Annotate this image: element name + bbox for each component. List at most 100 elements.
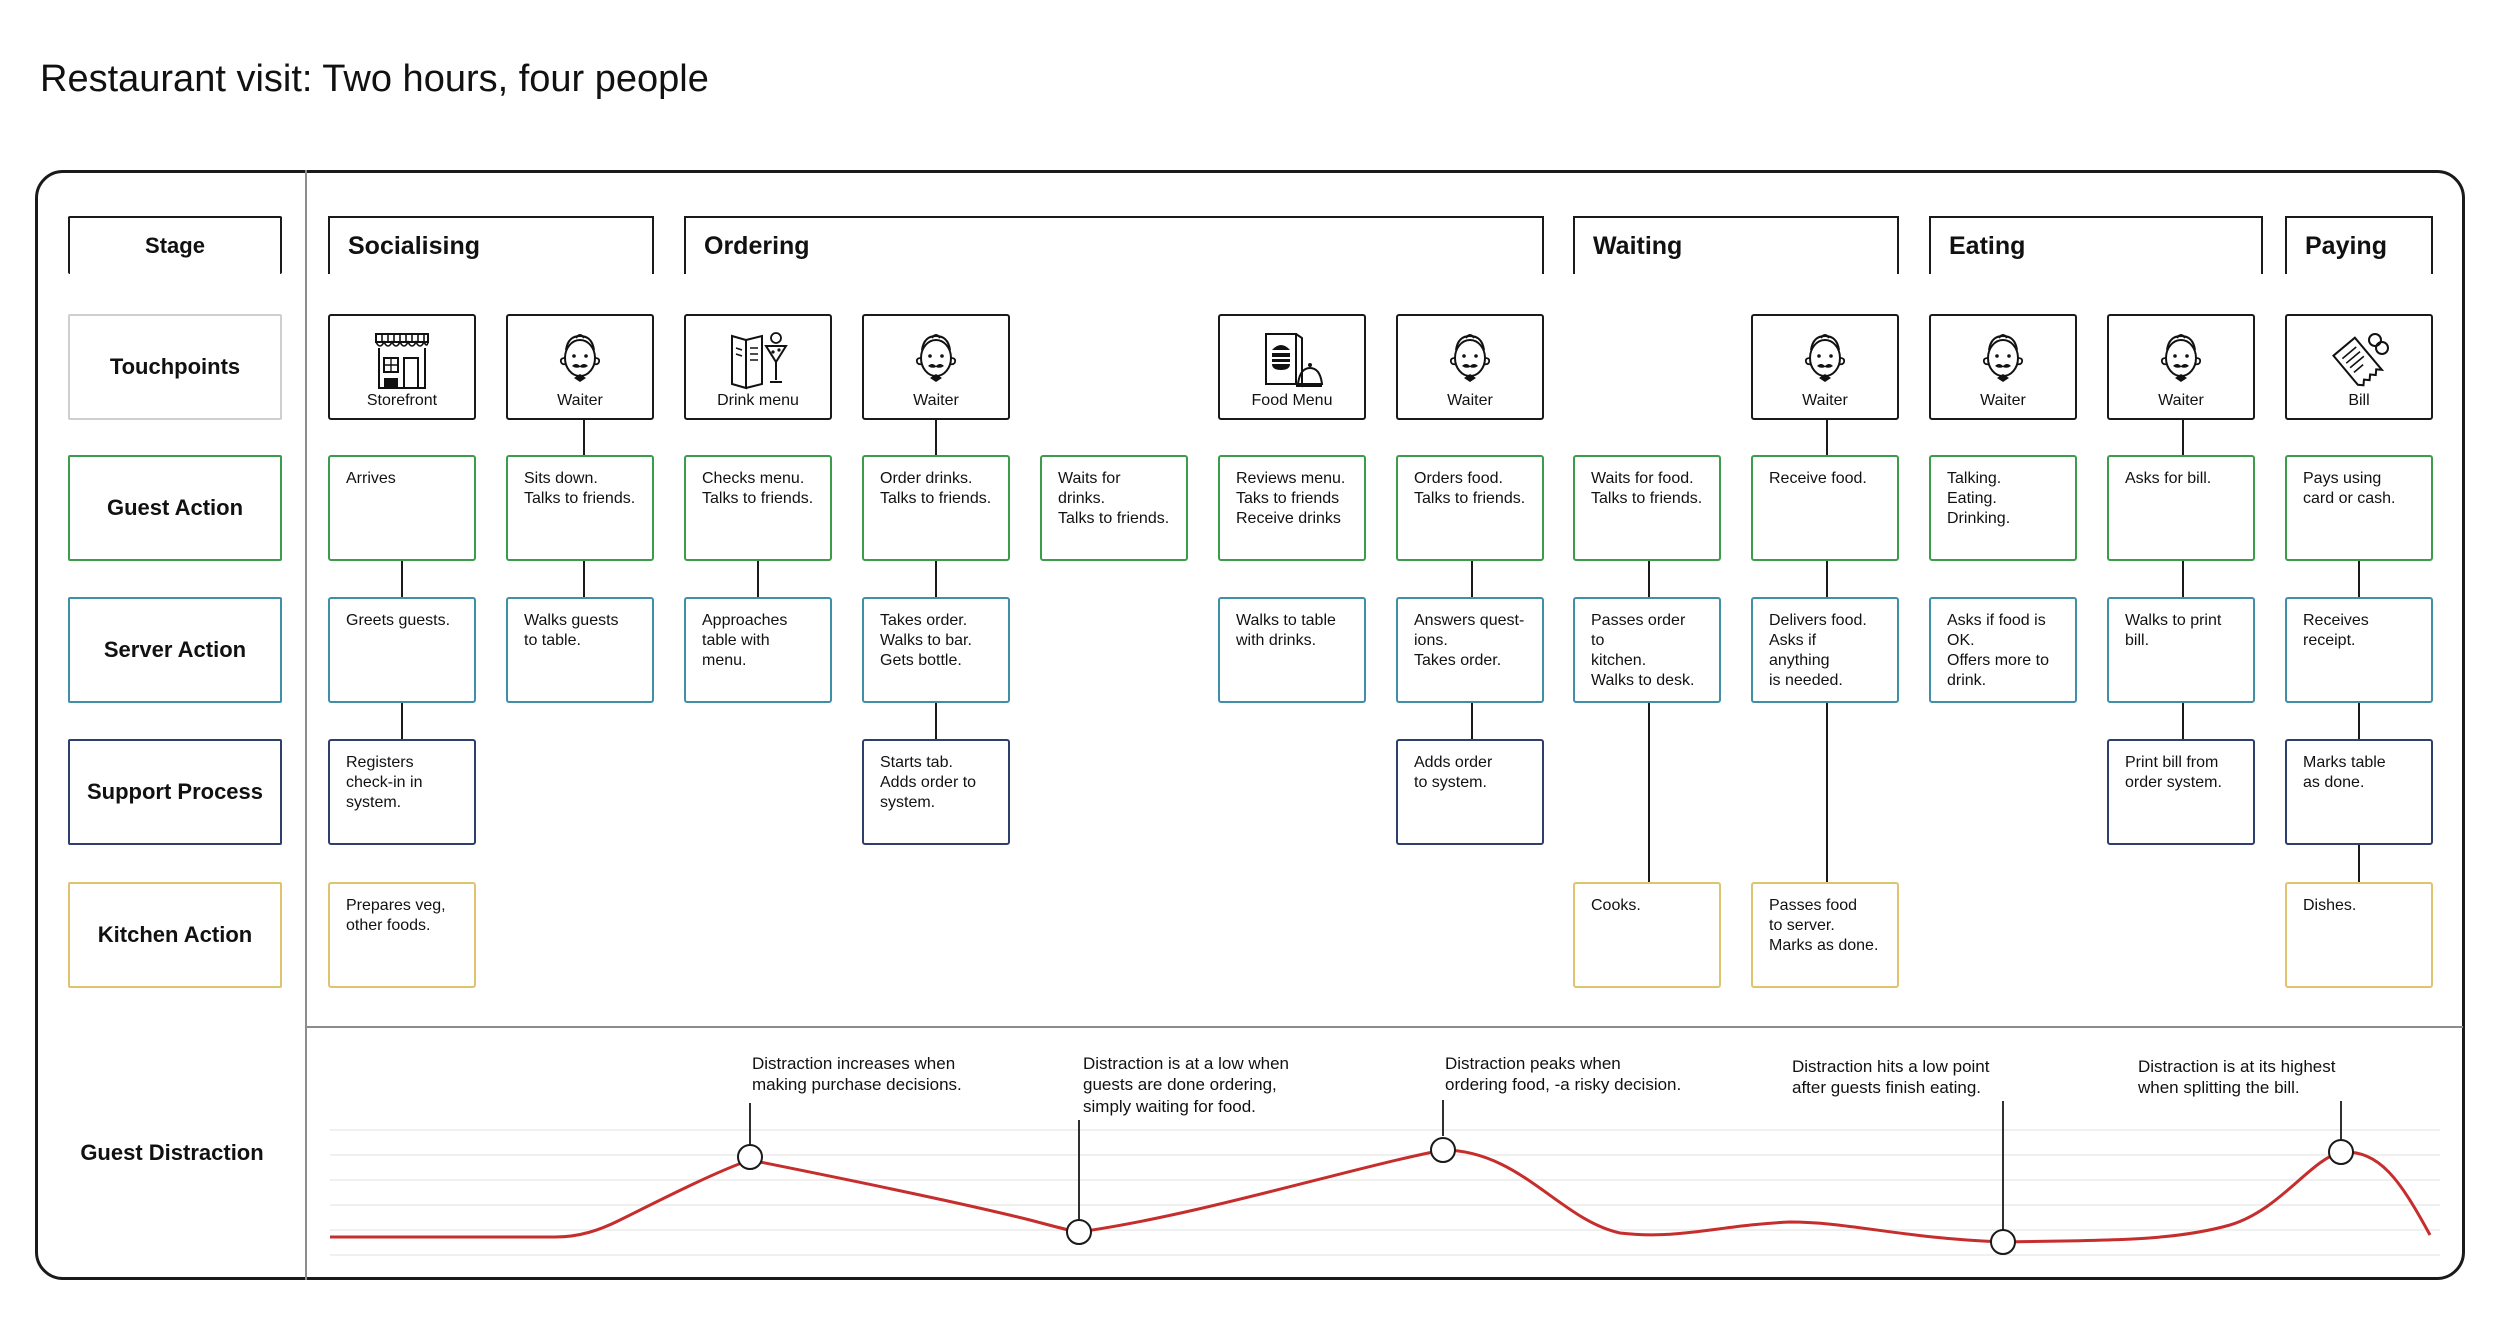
stage-eating: Eating bbox=[1929, 216, 2263, 274]
distraction-line bbox=[330, 1148, 2432, 1244]
row-label-stage: Stage bbox=[68, 216, 282, 274]
support-process-card: Registers check-in in system. bbox=[328, 739, 476, 845]
touchpoint-label: Waiter bbox=[1447, 392, 1493, 409]
server-action-card: Walks guests to table. bbox=[506, 597, 654, 703]
connector bbox=[401, 703, 403, 739]
distraction-annotation: Distraction is at its highest when split… bbox=[2138, 1057, 2336, 1098]
server-action-card: Receives receipt. bbox=[2285, 597, 2433, 703]
page-title: Restaurant visit: Two hours, four people bbox=[40, 58, 709, 100]
distraction-divider bbox=[307, 1026, 2463, 1028]
touchpoint-waiter: Waiter bbox=[1751, 314, 1899, 420]
connector bbox=[1648, 703, 1650, 882]
connector bbox=[935, 703, 937, 739]
server-action-card: Asks if food is OK. Offers more to drink… bbox=[1929, 597, 2077, 703]
kitchen-action-card: Cooks. bbox=[1573, 882, 1721, 988]
row-label-touchpoints: Touchpoints bbox=[68, 314, 282, 420]
touchpoint-label: Drink menu bbox=[717, 392, 799, 409]
kitchen-action-card: Prepares veg, other foods. bbox=[328, 882, 476, 988]
support-process-card: Starts tab. Adds order to system. bbox=[862, 739, 1010, 845]
connector bbox=[757, 561, 759, 597]
distraction-annotation: Distraction hits a low point after guest… bbox=[1792, 1057, 1990, 1098]
distraction-markers bbox=[737, 1137, 2354, 1255]
waiter-icon bbox=[1982, 334, 2024, 382]
connector bbox=[1826, 561, 1828, 597]
guest-action-card: Checks menu. Talks to friends. bbox=[684, 455, 832, 561]
touchpoint-label: Food Menu bbox=[1251, 392, 1333, 409]
connector bbox=[935, 561, 937, 597]
annotation-leaders bbox=[749, 1100, 2342, 1230]
stage-waiting: Waiting bbox=[1573, 216, 1899, 274]
guest-action-card: Receive food. bbox=[1751, 455, 1899, 561]
distraction-point bbox=[1430, 1137, 1456, 1163]
guest-action-card: Orders food. Talks to friends. bbox=[1396, 455, 1544, 561]
touchpoint-label: Storefront bbox=[366, 392, 438, 409]
server-action-card: Answers quest- ions. Takes order. bbox=[1396, 597, 1544, 703]
connector bbox=[2358, 703, 2360, 739]
connector bbox=[1471, 703, 1473, 739]
guest-action-card: Waits for drinks. Talks to friends. bbox=[1040, 455, 1188, 561]
connector bbox=[2182, 420, 2184, 455]
drink-menu-icon bbox=[731, 332, 788, 390]
waiter-icon bbox=[915, 334, 957, 382]
stage-ordering: Ordering bbox=[684, 216, 1544, 274]
touchpoint-label: Waiter bbox=[557, 392, 603, 409]
connector bbox=[1471, 561, 1473, 597]
support-process-card: Marks table as done. bbox=[2285, 739, 2433, 845]
touchpoint-bill: Bill bbox=[2285, 314, 2433, 420]
touchpoint-food-menu: Food Menu bbox=[1218, 314, 1366, 420]
waiter-icon bbox=[1804, 334, 1846, 382]
waiter-icon bbox=[2160, 334, 2202, 382]
row-label-server-action: Server Action bbox=[68, 597, 282, 703]
touchpoint-waiter: Waiter bbox=[1929, 314, 2077, 420]
row-label-support-process: Support Process bbox=[68, 739, 282, 845]
server-action-card: Delivers food. Asks if anything is neede… bbox=[1751, 597, 1899, 703]
bill-icon bbox=[2332, 333, 2389, 387]
kitchen-action-card: Passes food to server. Marks as done. bbox=[1751, 882, 1899, 988]
support-process-card: Print bill from order system. bbox=[2107, 739, 2255, 845]
row-label-kitchen-action: Kitchen Action bbox=[68, 882, 282, 988]
row-label-guest-action: Guest Action bbox=[68, 455, 282, 561]
connector bbox=[2182, 703, 2184, 739]
distraction-annotation: Distraction increases when making purcha… bbox=[752, 1054, 962, 1095]
guest-action-card: Waits for food. Talks to friends. bbox=[1573, 455, 1721, 561]
touchpoint-drink-menu: Drink menu bbox=[684, 314, 832, 420]
touchpoint-label: Bill bbox=[2348, 392, 2370, 409]
connector bbox=[2358, 561, 2360, 597]
touchpoint-label: Waiter bbox=[2158, 392, 2204, 409]
guest-action-card: Sits down. Talks to friends. bbox=[506, 455, 654, 561]
food-menu-icon bbox=[1265, 333, 1324, 388]
distraction-annotation: Distraction is at a low when guests are … bbox=[1083, 1054, 1289, 1116]
blueprint-frame bbox=[35, 170, 2465, 1280]
label-column-divider bbox=[305, 170, 307, 1280]
connector bbox=[935, 420, 937, 455]
touchpoint-label: Waiter bbox=[1980, 392, 2026, 409]
server-action-card: Greets guests. bbox=[328, 597, 476, 703]
connector bbox=[1826, 703, 1828, 882]
guest-action-card: Talking. Eating. Drinking. bbox=[1929, 455, 2077, 561]
touchpoint-waiter: Waiter bbox=[2107, 314, 2255, 420]
touchpoint-label: Waiter bbox=[1802, 392, 1848, 409]
distraction-point bbox=[737, 1144, 763, 1170]
connector bbox=[583, 561, 585, 597]
touchpoint-waiter: Waiter bbox=[506, 314, 654, 420]
server-action-card: Approaches table with menu. bbox=[684, 597, 832, 703]
distraction-point bbox=[2328, 1139, 2354, 1165]
touchpoint-storefront: Storefront bbox=[328, 314, 476, 420]
support-process-card: Adds order to system. bbox=[1396, 739, 1544, 845]
guest-action-card: Arrives bbox=[328, 455, 476, 561]
distraction-gridlines bbox=[330, 1129, 2440, 1256]
server-action-card: Walks to print bill. bbox=[2107, 597, 2255, 703]
kitchen-action-card: Dishes. bbox=[2285, 882, 2433, 988]
connector bbox=[401, 561, 403, 597]
distraction-annotation: Distraction peaks when ordering food, -a… bbox=[1445, 1054, 1682, 1095]
connector bbox=[2182, 561, 2184, 597]
stage-socialising: Socialising bbox=[328, 216, 654, 274]
server-action-card: Takes order. Walks to bar. Gets bottle. bbox=[862, 597, 1010, 703]
connector bbox=[1826, 420, 1828, 455]
stage-paying: Paying bbox=[2285, 216, 2433, 274]
connector bbox=[2358, 845, 2360, 882]
guest-action-card: Asks for bill. bbox=[2107, 455, 2255, 561]
storefront-icon bbox=[375, 333, 429, 389]
server-action-card: Walks to table with drinks. bbox=[1218, 597, 1366, 703]
